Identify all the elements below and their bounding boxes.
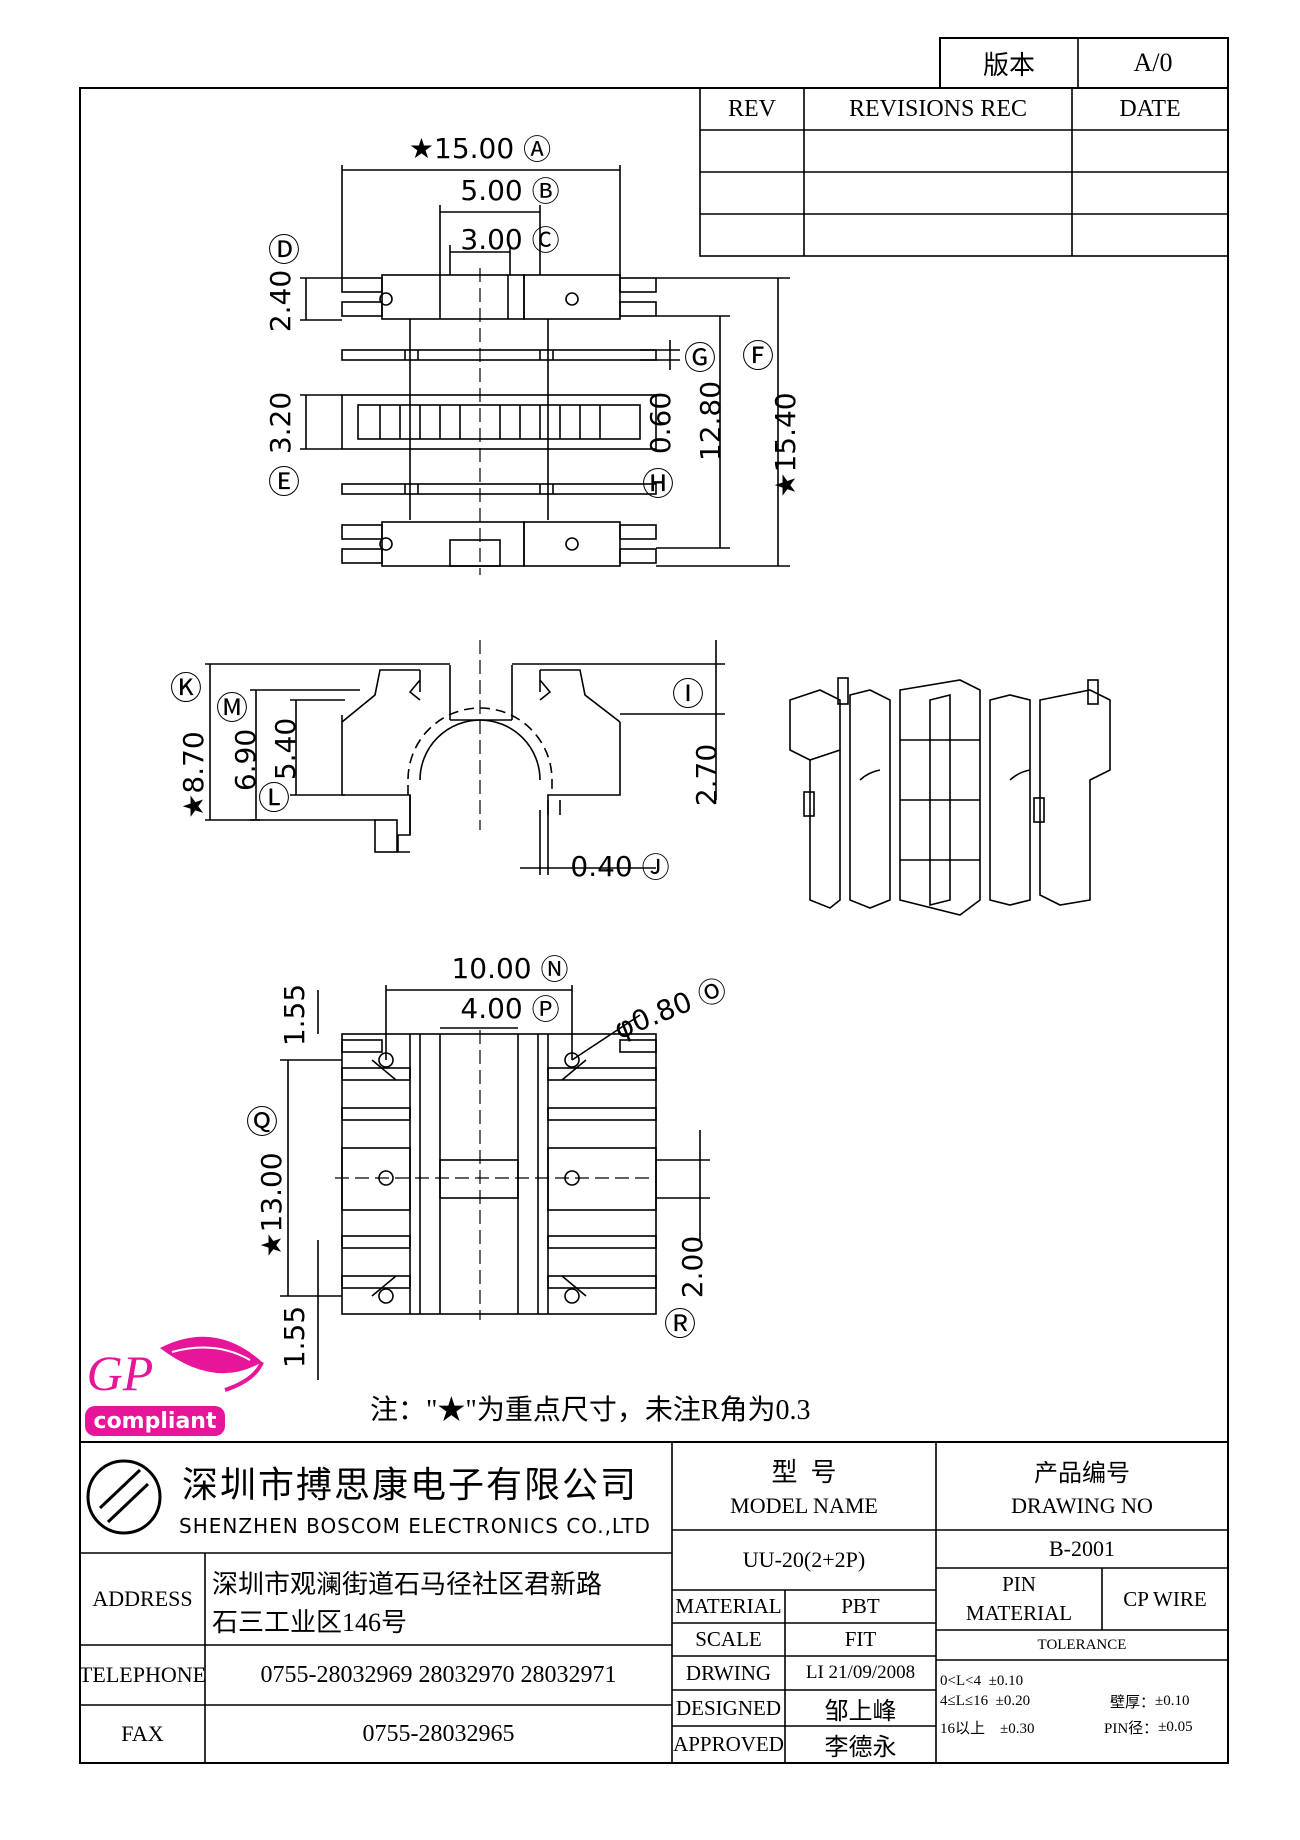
dim-L-label: Ⓛ (257, 779, 290, 817)
material-value: PBT (841, 1594, 880, 1618)
drawing-label-en: DRAWING NO (1011, 1493, 1153, 1518)
drawing-value: B-2001 (1049, 1536, 1115, 1561)
tolerance-label: TOLERANCE (1037, 1636, 1127, 1653)
dim-B: 5.00 Ⓑ (460, 173, 560, 209)
drwing-value: LI 21/09/2008 (805, 1662, 916, 1683)
fax-value: 0755-28032965 (362, 1720, 515, 1747)
revisions-rec-header: REVISIONS REC (848, 95, 1028, 122)
pin-diameter: PIN径：±0.05 (1104, 1718, 1193, 1737)
side-view (205, 640, 725, 875)
date-header: DATE (1119, 95, 1181, 122)
dim-I: 2.70 (689, 743, 723, 807)
dim-I-label: Ⓘ (671, 675, 704, 713)
dim-R-label: Ⓡ (663, 1305, 696, 1343)
dim-R: 2.00 (675, 1235, 709, 1299)
dim-K: ★8.70 (176, 731, 210, 819)
wall-thickness: 壁厚：±0.10 (1110, 1692, 1190, 1711)
dim-D: 2.40 (263, 269, 297, 333)
dim-Q-label: Ⓠ (245, 1103, 278, 1141)
dim-G: 12.80 (693, 380, 727, 462)
scale-value: FIT (844, 1627, 877, 1651)
dim-bottom-offset: 1.55 (277, 1305, 311, 1369)
company-logo-icon (86, 1459, 162, 1535)
dim-top-offset: 1.55 (277, 983, 311, 1047)
gp-logo-text: GP (86, 1345, 154, 1401)
pin-material-value: CP WIRE (1123, 1586, 1207, 1611)
dim-H: 0.60 (643, 391, 677, 455)
scale-label: SCALE (695, 1627, 762, 1651)
dim-D-label: Ⓓ (267, 231, 300, 269)
company-name-cn: 深圳市搏思康电子有限公司 (181, 1465, 638, 1505)
telephone-value: 0755-28032969 28032970 28032971 (260, 1661, 617, 1688)
dim-E: 3.20 (263, 391, 297, 455)
address-line1: 深圳市观澜街道石马径社区君新路 (212, 1569, 603, 1599)
address-line2: 石三工业区146号 (212, 1607, 408, 1637)
address-label: ADDRESS (92, 1586, 193, 1611)
drwing-label: DRWING (685, 1660, 772, 1685)
dim-E-label: Ⓔ (267, 463, 300, 501)
dim-G-label: Ⓖ (683, 339, 716, 377)
approved-value: 李德永 (824, 1735, 897, 1761)
tolerance-row3: 16以上 ±0.30 (940, 1720, 1035, 1737)
pin-material-label: MATERIAL (965, 1600, 1073, 1625)
model-label-en: MODEL NAME (730, 1493, 878, 1518)
dim-F: ★15.40 (768, 392, 802, 498)
gp-compliant-logo-icon (85, 1336, 264, 1436)
dim-N: 10.00 Ⓝ (451, 951, 569, 987)
dim-M-label: Ⓜ (215, 689, 248, 727)
drawing-label-cn: 产品编号 (1034, 1460, 1130, 1487)
version-label: 版本 (982, 50, 1035, 80)
dim-P: 4.00 Ⓟ (460, 991, 560, 1027)
telephone-label: TELEPHONE (78, 1662, 207, 1687)
dim-H-label: Ⓗ (641, 465, 674, 503)
note-text: 注："★"为重点尺寸，未注R角为0.3 (370, 1395, 811, 1426)
tolerance-row1: 0<L<4 ±0.10 (940, 1672, 1024, 1689)
version-value: A/0 (1133, 48, 1173, 77)
approved-label: APPROVED (673, 1732, 784, 1756)
dim-F-label: Ⓕ (741, 337, 774, 375)
dim-A: ★15.00 Ⓐ (408, 131, 552, 167)
model-value: UU-20(2+2P) (742, 1547, 866, 1572)
top-view (300, 165, 790, 575)
gp-logo-subtext: compliant (93, 1408, 217, 1434)
designed-value: 邹上峰 (824, 1698, 897, 1725)
rev-header: REV (728, 95, 776, 122)
material-label: MATERIAL (675, 1594, 782, 1618)
company-name-en: SHENZHEN BOSCOM ELECTRONICS CO.,LTD (179, 1514, 651, 1538)
designed-label: DESIGNED (676, 1695, 781, 1720)
isometric-view (789, 677, 1111, 916)
pin-label: PIN (1002, 1571, 1036, 1596)
tolerance-row2: 4≤L≤16 ±0.20 (940, 1692, 1031, 1709)
dim-J: 0.40 Ⓙ (570, 849, 670, 885)
fax-label: FAX (121, 1721, 164, 1746)
dim-Q: ★13.00 (254, 1152, 288, 1258)
bottom-view (280, 985, 710, 1380)
dim-K-label: Ⓚ (169, 669, 202, 707)
model-label-cn: 型 号 (771, 1457, 837, 1487)
dim-C: 3.00 Ⓒ (460, 222, 560, 258)
